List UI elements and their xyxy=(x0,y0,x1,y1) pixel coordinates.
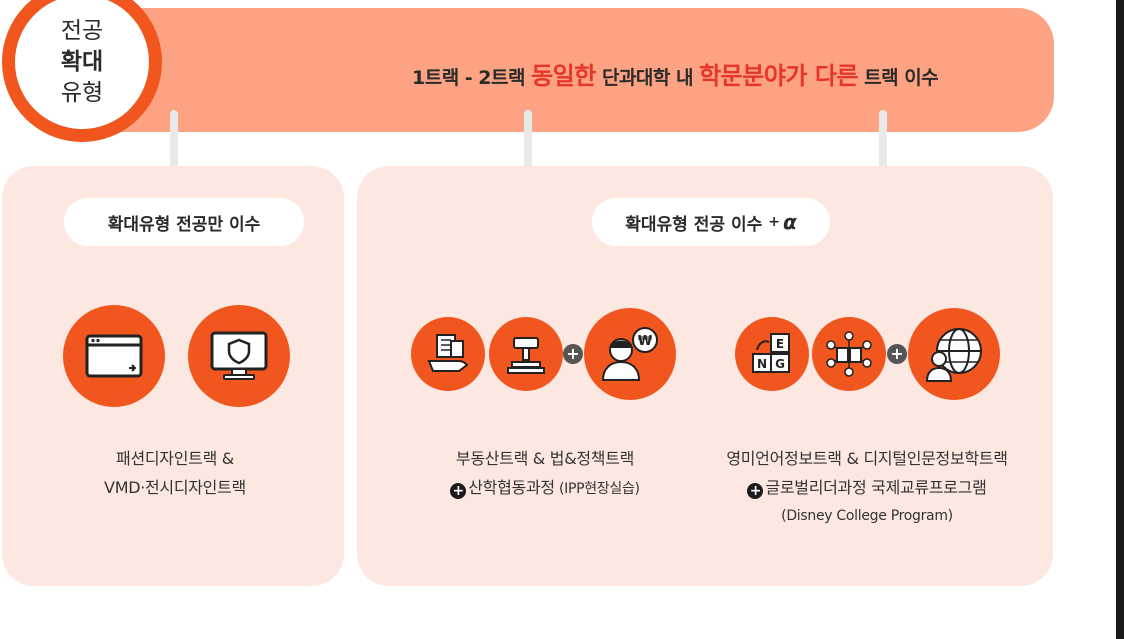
svg-text:N: N xyxy=(757,357,767,371)
badge-line1: 전공 xyxy=(60,17,104,44)
right-panel-title-alpha: α xyxy=(782,210,797,234)
connector-right xyxy=(879,110,887,186)
group1-plus-mark-icon: + xyxy=(450,483,467,499)
group1-caption-line2-wrap: +산학협동과정 (IPP현장실습) xyxy=(405,473,685,504)
group1-caption-line2: 산학협동과정 xyxy=(468,478,555,497)
person-globe-icon xyxy=(908,308,1000,400)
left-panel-title: 확대유형 전공만 이수 xyxy=(64,198,304,246)
group2-caption-line1: 영미언어정보트랙 & 디지털인문정보학트랙 xyxy=(726,449,1008,468)
group2-caption-line2: 글로벌리더과정 국제교류프로그램 xyxy=(765,478,987,497)
banner-text: 1트랙 - 2트랙 동일한 단과대학 내 학문분야가 다른 트랙 이수 xyxy=(412,56,1112,96)
svg-text:₩: ₩ xyxy=(638,334,653,349)
plus-dot-icon-group2: + xyxy=(887,344,907,364)
badge-line3: 유형 xyxy=(60,79,104,106)
svg-text:E: E xyxy=(776,337,784,351)
browser-window-icon xyxy=(63,305,165,407)
building-on-hand-icon xyxy=(411,317,485,391)
letter-blocks-icon: E N G xyxy=(735,317,809,391)
group2-caption-line2-wrap: +글로벌리더과정 국제교류프로그램 xyxy=(692,473,1042,502)
person-won-icon: ₩ xyxy=(584,308,676,400)
right-edge-bar xyxy=(1116,0,1124,639)
gavel-icon xyxy=(489,317,563,391)
badge-line2: 확대 xyxy=(60,48,104,75)
banner-highlight-same: 동일한 xyxy=(531,62,596,90)
group2-caption: 영미언어정보트랙 & 디지털인문정보학트랙 +글로벌리더과정 국제교류프로그램 … xyxy=(692,444,1042,531)
book-network-icon xyxy=(812,317,886,391)
right-panel-title-plus: + xyxy=(768,214,780,230)
right-panel-title-text: 확대유형 전공 이수 xyxy=(625,214,763,235)
right-panel-title: 확대유형 전공 이수 + α xyxy=(592,198,830,246)
plus-dot-icon-group1: + xyxy=(563,344,583,364)
left-panel-caption: 패션디자인트랙 & VMD·전시디자인트랙 xyxy=(60,444,290,502)
banner-text-part3: 트랙 이수 xyxy=(858,67,939,89)
left-caption-line2: VMD·전시디자인트랙 xyxy=(104,478,246,497)
left-panel-title-text: 확대유형 전공만 이수 xyxy=(107,214,261,235)
banner-highlight-different: 학문분야가 다른 xyxy=(699,62,859,90)
banner-text-part2: 단과대학 내 xyxy=(595,67,700,89)
group1-caption-line1: 부동산트랙 & 법&정책트랙 xyxy=(455,449,635,468)
connector-middle xyxy=(524,110,532,186)
group2-caption-line3: (Disney College Program) xyxy=(781,508,953,524)
svg-text:G: G xyxy=(775,357,785,371)
banner-text-part1: 1트랙 - 2트랙 xyxy=(412,67,532,89)
left-caption-line1: 패션디자인트랙 & xyxy=(116,449,234,468)
connector-left xyxy=(170,110,178,186)
group2-plus-mark-icon: + xyxy=(747,483,764,499)
banner: 1트랙 - 2트랙 동일한 단과대학 내 학문분야가 다른 트랙 이수 xyxy=(92,8,1054,132)
group1-caption-line2-sub: (IPP현장실습) xyxy=(554,481,640,497)
shield-monitor-icon xyxy=(188,305,290,407)
group1-caption: 부동산트랙 & 법&정책트랙 +산학협동과정 (IPP현장실습) xyxy=(405,444,685,504)
